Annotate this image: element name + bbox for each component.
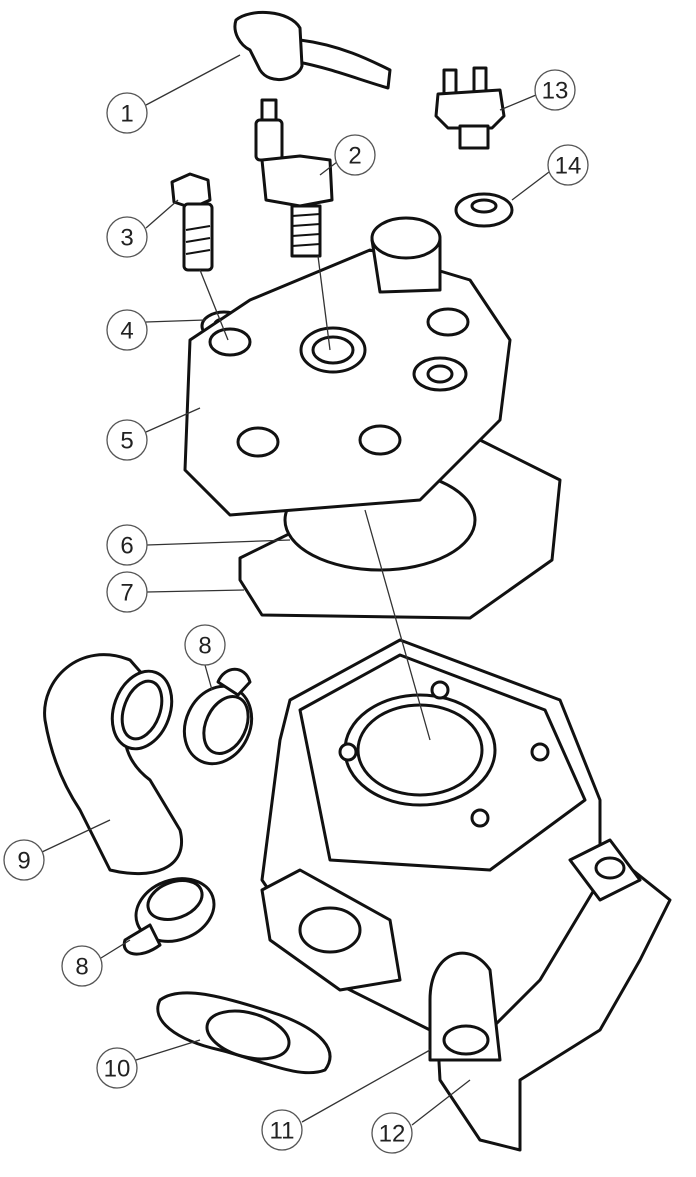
svg-text:13: 13: [542, 78, 569, 105]
callout-2: 2: [334, 134, 376, 176]
temperature-sensor: [434, 66, 506, 150]
svg-text:2: 2: [348, 143, 361, 170]
callout-13: 13: [534, 69, 576, 111]
callout-10: 10: [96, 1047, 138, 1089]
callout-8-lower: 8: [61, 945, 103, 987]
svg-text:8: 8: [75, 954, 88, 981]
svg-text:6: 6: [120, 533, 133, 560]
cylinder-head: [183, 216, 512, 517]
callout-7: 7: [106, 571, 148, 613]
svg-text:10: 10: [104, 1056, 131, 1083]
hose-clamp-upper: [182, 667, 254, 766]
svg-text:8: 8: [198, 633, 211, 660]
callout-9: 9: [3, 839, 45, 881]
svg-text:1: 1: [120, 101, 133, 128]
svg-text:7: 7: [120, 580, 133, 607]
svg-text:5: 5: [120, 428, 133, 455]
cylinder: [260, 638, 642, 1062]
svg-text:12: 12: [379, 1121, 406, 1148]
callout-5: 5: [106, 419, 148, 461]
coolant-hose-elbow: [43, 653, 183, 876]
sensor-washer: [454, 192, 514, 228]
callout-3: 3: [106, 216, 148, 258]
hose-clamp-lower: [122, 877, 216, 956]
callout-6: 6: [106, 524, 148, 566]
callout-14: 14: [547, 144, 589, 186]
callout-12: 12: [371, 1112, 413, 1154]
spark-plug-cap: [233, 10, 392, 90]
svg-text:9: 9: [17, 848, 30, 875]
svg-text:3: 3: [120, 225, 133, 252]
svg-text:4: 4: [120, 318, 133, 345]
callout-4: 4: [106, 309, 148, 351]
head-bolt: [170, 172, 214, 272]
callout-8-upper: 8: [184, 624, 226, 666]
callout-11: 11: [261, 1109, 303, 1151]
spark-plug: [254, 98, 334, 258]
svg-text:11: 11: [270, 1118, 295, 1145]
svg-text:14: 14: [555, 153, 582, 180]
callout-1: 1: [106, 92, 148, 134]
exhaust-gasket: [156, 991, 332, 1075]
